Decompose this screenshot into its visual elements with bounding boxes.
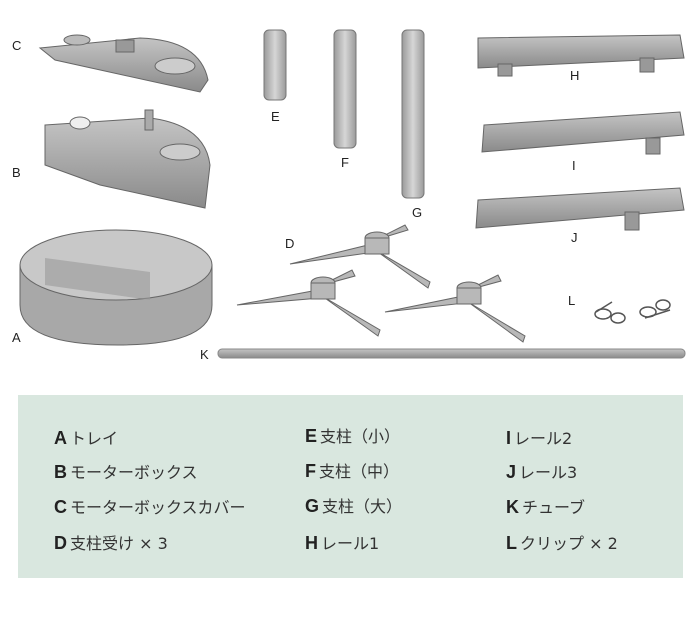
post-large-part xyxy=(401,29,425,199)
label-l: L xyxy=(568,293,576,308)
tray-part xyxy=(19,229,213,346)
label-c: C xyxy=(12,38,22,53)
post-small-part xyxy=(263,29,287,101)
parts-illustration xyxy=(19,29,686,359)
label-f: F xyxy=(341,155,349,170)
label-d: D xyxy=(285,236,295,251)
label-e: E xyxy=(271,109,280,124)
label-b: B xyxy=(12,165,21,180)
label-j: J xyxy=(571,230,578,245)
post-medium-part xyxy=(333,29,357,149)
label-a: A xyxy=(12,330,21,345)
clip-parts xyxy=(594,299,671,324)
rail-3-part xyxy=(475,187,685,231)
label-h: H xyxy=(570,68,580,83)
rail-2-part xyxy=(481,111,685,155)
label-k: K xyxy=(200,347,209,362)
post-stand-parts xyxy=(236,224,526,343)
label-g: G xyxy=(412,205,423,220)
motor-box-part xyxy=(44,109,211,209)
tube-part xyxy=(217,348,686,359)
motor-box-cover-part xyxy=(38,34,209,93)
label-i: I xyxy=(572,158,576,173)
rail-1-part xyxy=(477,34,685,77)
